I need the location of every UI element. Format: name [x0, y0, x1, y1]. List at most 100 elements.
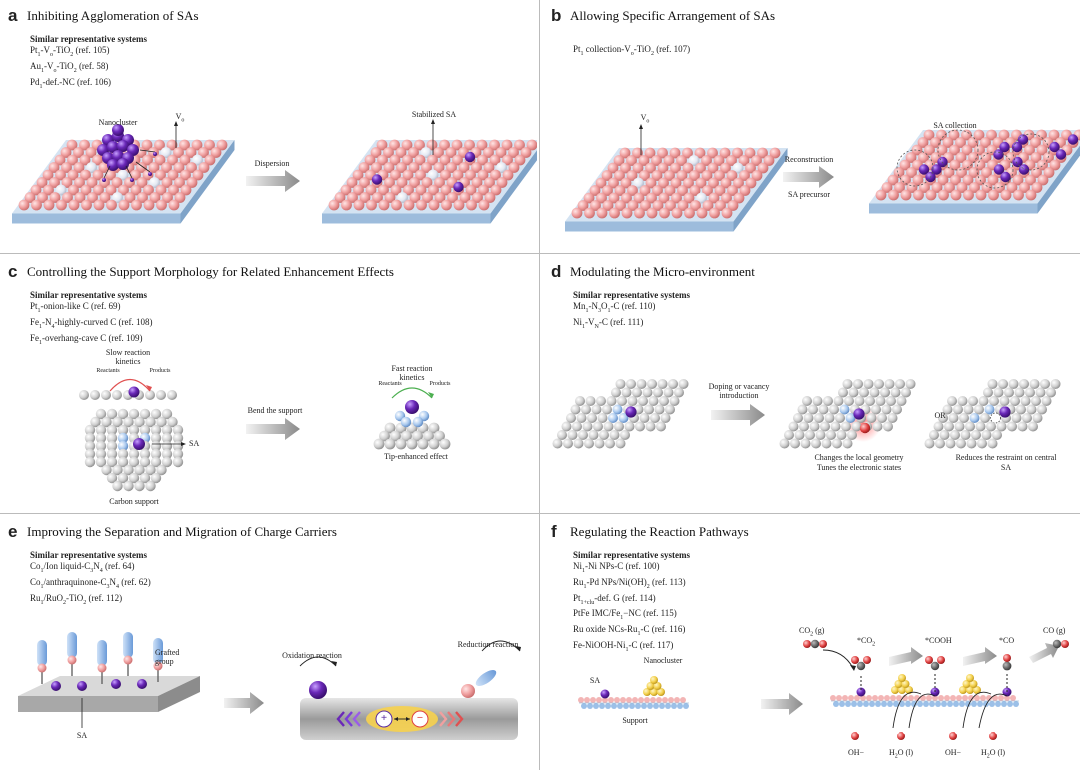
carbon-atom: [95, 432, 107, 444]
support-atom: [872, 695, 878, 701]
lattice-atom: [1013, 189, 1024, 201]
lattice-atom: [66, 139, 78, 151]
lattice-atom: [906, 167, 917, 178]
carbon-atom: [833, 396, 844, 406]
grafted-group: [67, 632, 77, 658]
lattice-atom: [632, 147, 643, 159]
lattice-atom: [502, 154, 513, 166]
cooh-label: *COOH: [925, 636, 952, 645]
carbon-atom: [134, 464, 145, 476]
lattice-atom: [956, 182, 968, 193]
lattice-atom: [614, 185, 626, 196]
support-slab-left: [565, 147, 788, 232]
carbon-atom: [617, 396, 627, 406]
carbon-atom: [395, 438, 407, 450]
lattice-atom: [396, 177, 408, 188]
carbon-atom: [139, 424, 151, 436]
oxygen-atom: [925, 656, 933, 664]
carbon-atom: [1050, 379, 1061, 389]
vacancy-site: [496, 162, 507, 173]
carbon-atom: [968, 396, 978, 406]
lattice-atom: [757, 147, 768, 159]
system-item: Ni1-VN-C (ref. 111): [573, 316, 644, 330]
carbon-atom: [575, 396, 585, 406]
carbon-atom: [379, 430, 390, 442]
carbon-atom: [987, 379, 998, 389]
carbon-atom: [150, 440, 162, 452]
lattice-atom: [676, 155, 687, 166]
carbon-atom: [90, 416, 101, 428]
reduction-site: [461, 684, 475, 698]
carbon-atom: [576, 413, 587, 423]
carbon-atom: [871, 404, 881, 415]
support-atom: [971, 701, 977, 707]
carbon-atom: [128, 408, 140, 420]
lattice-atom: [496, 177, 508, 188]
vo-label: Vo: [640, 113, 650, 125]
lattice-atom: [458, 162, 470, 173]
lattice-atom: [472, 192, 483, 203]
carbon-atom: [788, 421, 799, 432]
lattice-atom: [948, 129, 960, 141]
support-atom: [839, 701, 845, 707]
cluster-atom: [901, 680, 910, 688]
support-atom: [653, 703, 659, 709]
support-atom: [845, 701, 851, 707]
lattice-atom: [689, 185, 701, 196]
cluster-atom: [643, 688, 651, 696]
support-atom: [836, 695, 842, 701]
panel-title: Allowing Specific Arrangement of SAs: [570, 8, 776, 23]
lattice-atom: [1036, 129, 1047, 141]
carbon-atom: [84, 424, 96, 436]
carbon-atom: [811, 438, 821, 449]
system-list: Pt1-Vo-TiO2 (ref. 105) Au1-Vo-TiO2 (ref.…: [30, 45, 111, 92]
panel-letter: a: [8, 6, 18, 25]
lattice-atom: [726, 155, 737, 166]
support-atom: [905, 701, 911, 707]
lattice-atom: [501, 139, 513, 151]
panel-subtitle: Similar representative systems: [30, 290, 147, 300]
support-atom: [635, 703, 641, 709]
lattice-atom: [414, 154, 426, 166]
system-item: Ru1-Pd NPs/Ni(OH)2 (ref. 113): [573, 576, 686, 590]
single-atom: [405, 400, 419, 414]
lattice-atom: [80, 184, 92, 196]
lattice-atom: [483, 147, 494, 158]
carbon-atom: [839, 404, 850, 415]
carbon-atom: [829, 404, 839, 415]
lattice-atom: [409, 177, 420, 188]
lattice-atom: [149, 192, 161, 203]
lattice-atom: [93, 184, 104, 196]
lattice-atom: [489, 139, 500, 151]
carbon-atom: [980, 413, 990, 423]
carbon-atom: [139, 448, 151, 460]
carbon-atom: [793, 413, 803, 423]
carbon-atom: [161, 408, 173, 420]
carbon-atom: [975, 421, 986, 432]
lattice-atom: [1000, 189, 1012, 201]
lattice-atom: [179, 154, 191, 166]
lattice-atom: [949, 144, 960, 156]
carbon-atom: [1028, 421, 1038, 432]
lattice-atom: [690, 200, 701, 211]
carbon-atom: [620, 430, 630, 440]
support-slab-right: [869, 129, 1080, 214]
lattice-atom: [390, 169, 401, 181]
lattice-atom: [421, 162, 432, 173]
lattice-atom: [484, 177, 495, 188]
vacancy-site: [160, 147, 172, 158]
carbon-atom: [965, 421, 975, 432]
single-atom: [999, 141, 1010, 153]
lattice-atom: [739, 170, 750, 181]
cluster-atom: [117, 158, 129, 170]
lattice-atom: [416, 199, 427, 211]
vacancy-site: [420, 147, 432, 158]
carbon-atom: [930, 661, 940, 671]
single-atom: [77, 681, 87, 691]
h2o-label-1: H2O (l): [888, 748, 914, 760]
lattice-atom: [645, 177, 657, 189]
single-atom: [931, 164, 942, 175]
carbon-atom: [139, 456, 151, 468]
nanocluster-label: Nanocluster: [643, 656, 683, 665]
carbon-atom: [101, 464, 112, 476]
